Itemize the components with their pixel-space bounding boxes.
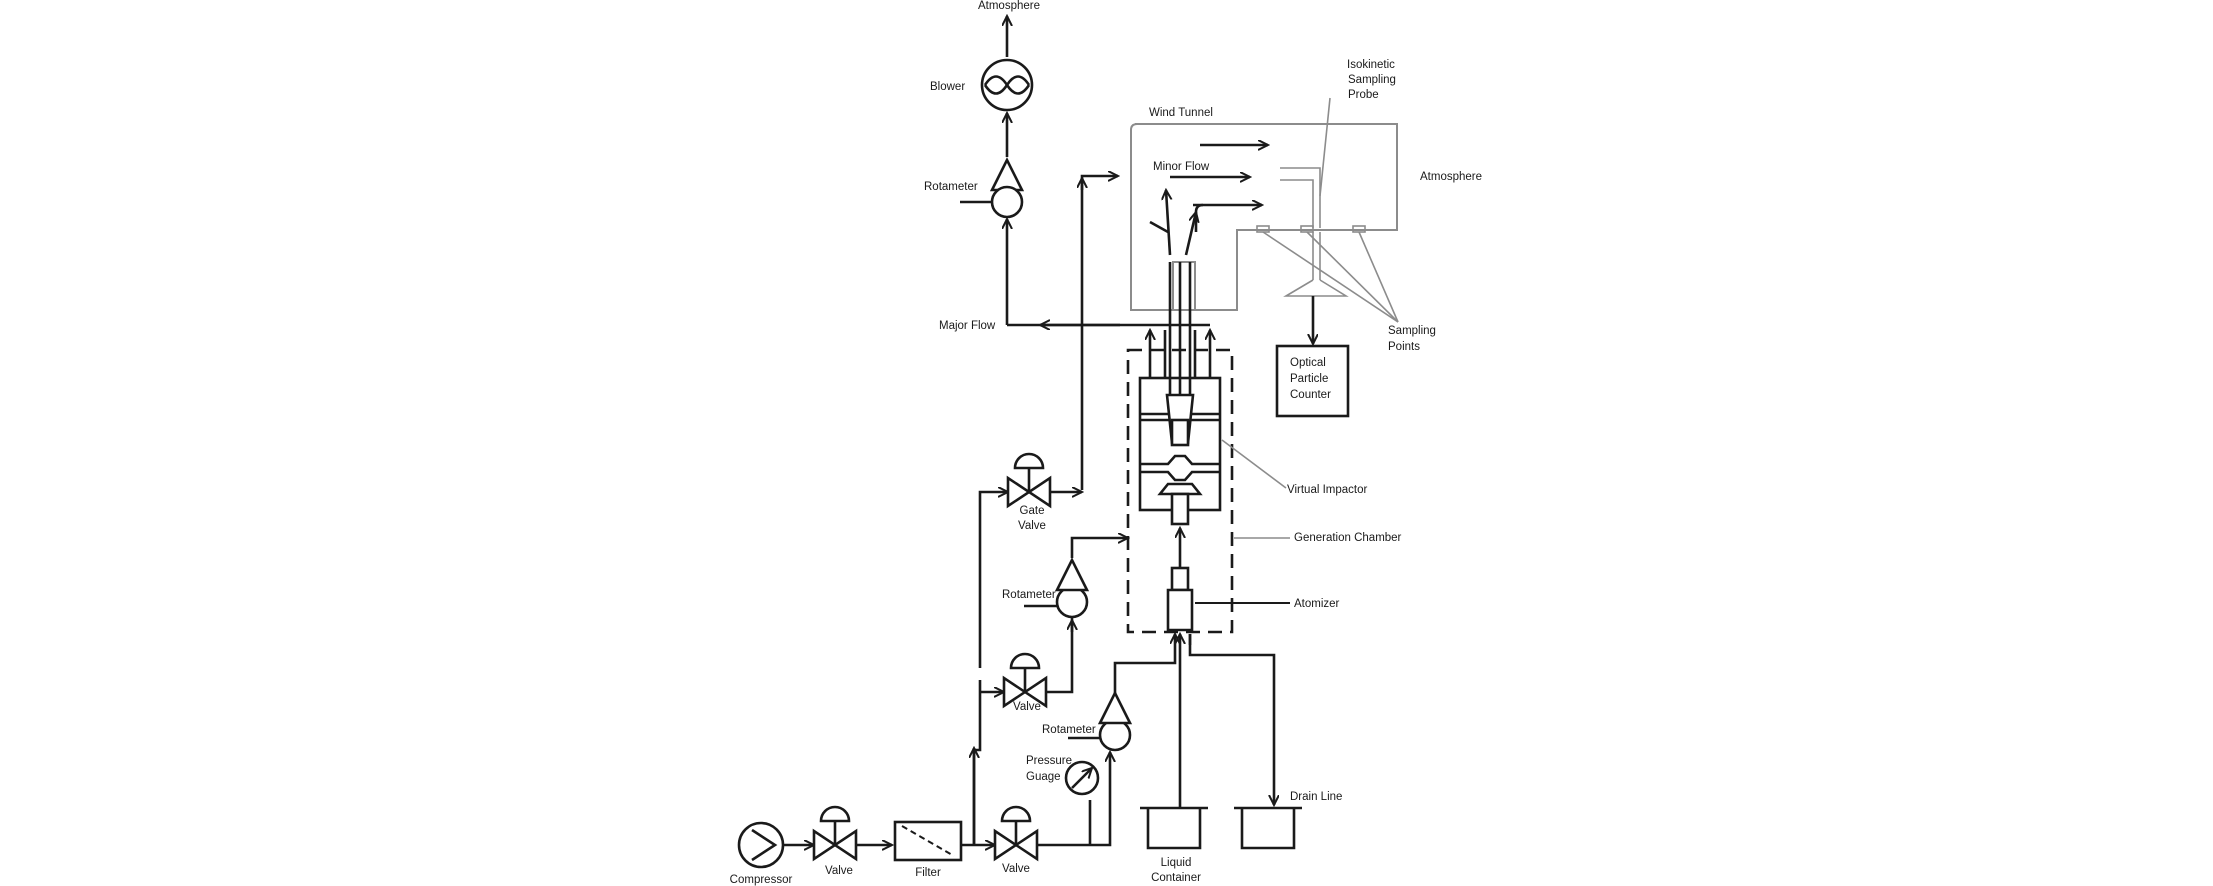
label-opc-3: Counter — [1290, 389, 1331, 401]
label-valve-mid: Valve — [1013, 701, 1041, 713]
valve-mid-symbol — [1002, 652, 1048, 709]
label-probe-1: Isokinetic — [1347, 59, 1395, 71]
label-drain-line: Drain Line — [1290, 791, 1342, 803]
optical-particle-counter — [1275, 344, 1350, 418]
label-pressure-2: Guage — [1026, 771, 1061, 783]
rotameter-low-symbol — [1068, 690, 1133, 752]
label-rotameter-top: Rotameter — [924, 181, 978, 193]
label-sampling-points-2: Points — [1388, 341, 1420, 353]
blower-symbol — [980, 58, 1034, 112]
filter-symbol — [893, 820, 963, 862]
label-opc-2: Particle — [1290, 373, 1328, 385]
label-probe-3: Probe — [1348, 89, 1379, 101]
label-blower: Blower — [930, 81, 965, 93]
label-rotameter-low: Rotameter — [1042, 724, 1096, 736]
label-wind-tunnel: Wind Tunnel — [1149, 107, 1213, 119]
label-pressure-1: Pressure — [1026, 755, 1072, 767]
label-atmosphere-top: Atmosphere — [978, 0, 1040, 12]
drain-container — [1234, 806, 1302, 850]
label-major-flow: Major Flow — [939, 320, 996, 332]
label-valve-1: Valve — [825, 865, 853, 877]
atomizer — [1166, 566, 1290, 632]
wind-tunnel — [1130, 97, 1399, 323]
valve-2-symbol — [993, 805, 1039, 862]
compressor-symbol — [737, 821, 785, 869]
valve-1-symbol — [812, 805, 858, 862]
label-rotameter-mid: Rotameter — [1002, 589, 1056, 601]
label-minor-flow: Minor Flow — [1153, 161, 1210, 173]
label-atmosphere-right: Atmosphere — [1420, 171, 1482, 183]
label-liquid-2: Container — [1151, 872, 1201, 884]
virtual-impactor — [1138, 262, 1222, 526]
label-liquid-1: Liquid — [1161, 857, 1192, 869]
rotameter-top-symbol — [960, 157, 1025, 219]
label-sampling-points-1: Sampling — [1388, 325, 1436, 337]
pressure-gauge-symbol — [1064, 760, 1100, 796]
label-generation-chamber: Generation Chamber — [1294, 532, 1402, 544]
label-probe-2: Sampling — [1348, 74, 1396, 86]
liquid-container — [1140, 806, 1208, 850]
flow-arrows — [1149, 145, 1268, 256]
label-gate-valve-2: Valve — [1018, 520, 1046, 532]
gate-valve-symbol — [1006, 452, 1052, 509]
label-filter: Filter — [915, 867, 941, 879]
rotameter-mid-symbol — [1024, 557, 1090, 619]
label-virtual-impactor: Virtual Impactor — [1287, 484, 1367, 496]
label-atomizer: Atomizer — [1294, 598, 1340, 610]
label-valve-2: Valve — [1002, 863, 1030, 875]
label-gate-valve-1: Gate — [1020, 505, 1045, 517]
label-compressor: Compressor — [730, 874, 793, 886]
label-opc-1: Optical — [1290, 357, 1326, 369]
